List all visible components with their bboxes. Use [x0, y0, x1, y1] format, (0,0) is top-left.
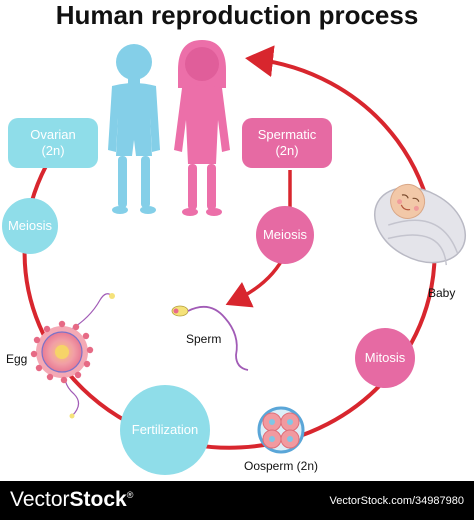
ovarian-node: Ovarian (2n): [8, 118, 98, 168]
sperm-icon: [171, 305, 249, 371]
fertilization-node: Fertilization: [120, 385, 210, 475]
ovarian-label: Ovarian: [30, 127, 76, 142]
oosperm-label: Oosperm (2n): [244, 459, 319, 473]
spermatic-label: Spermatic: [257, 127, 317, 142]
egg-icon: [30, 293, 115, 419]
brand-logo: VectorStock®: [10, 488, 134, 511]
boy-silhouette-icon: [108, 44, 160, 214]
page-title: Human reproduction process: [55, 0, 419, 30]
oosperm-icon: [257, 406, 305, 454]
spermatic-node: Spermatic (2n): [242, 118, 332, 168]
spermatic-ploidy: (2n): [275, 143, 299, 158]
meiosis-female-node: Meiosis: [2, 198, 58, 254]
watermark-footer: VectorStock® VectorStock.com/34987980: [0, 481, 474, 520]
cycle-arrow: [22, 45, 437, 450]
image-id: VectorStock.com/34987980: [329, 495, 464, 507]
baby-icon: [373, 183, 467, 266]
mitosis-node: Mitosis: [355, 328, 415, 388]
baby-label: Baby: [428, 286, 456, 300]
egg-label: Egg: [6, 352, 28, 366]
girl-silhouette-icon: [174, 40, 230, 216]
ovarian-ploidy: (2n): [41, 143, 65, 158]
sperm-label: Sperm: [186, 332, 222, 346]
meiosis-male-node: Meiosis: [256, 206, 314, 264]
